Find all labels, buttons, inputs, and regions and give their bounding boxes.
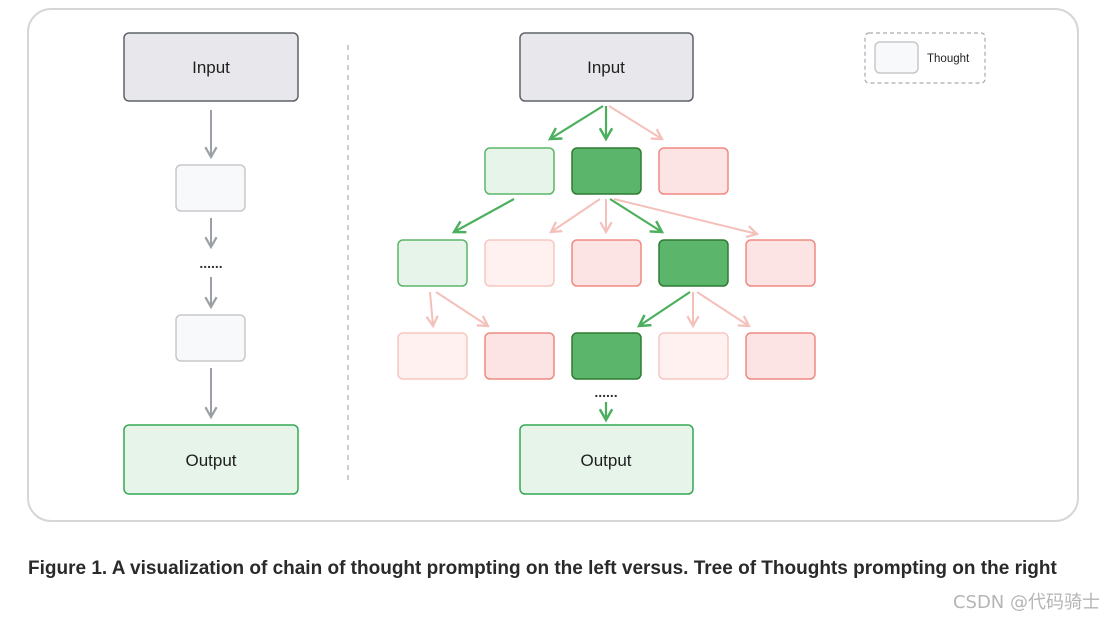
tot-input-node [519, 32, 694, 102]
cot-ellipsis: ...... [199, 255, 222, 271]
cot-thought-node-1 [175, 164, 246, 212]
tot-arrow-l1b-l2d [609, 198, 665, 234]
tot-node-l1c [658, 147, 729, 195]
cot-input-node [123, 32, 299, 102]
tot-input-label: Input [587, 58, 625, 77]
tot-node-l3b [484, 332, 555, 380]
tot-node-l1b [571, 147, 642, 195]
chain-of-thought-diagram: Input ...... Output [123, 32, 299, 495]
tree-of-thoughts-diagram: Input ...... O [397, 32, 816, 495]
tot-node-l2a [397, 239, 468, 287]
watermark: CSDN @代码骑士 [952, 592, 1100, 613]
tot-arrow-l2a-l3b [435, 291, 490, 328]
tot-arrow-input-l1c [608, 105, 664, 141]
tot-node-l1a [484, 147, 555, 195]
legend-thought-label: Thought [927, 53, 970, 65]
legend-box [864, 32, 986, 84]
tot-output-label: Output [580, 451, 631, 470]
tot-node-l3d [658, 332, 729, 380]
legend-thought-swatch [874, 41, 919, 74]
tot-node-l3a [397, 332, 468, 380]
cot-output-label: Output [185, 451, 236, 470]
tot-arrow-l1a-l2a [451, 198, 515, 234]
cot-thought-node-2 [175, 314, 246, 362]
legend: Thought [864, 32, 986, 84]
tot-arrow-input-l1a [547, 105, 604, 141]
tot-node-l2d [658, 239, 729, 287]
figure-caption: Figure 1. A visualization of chain of th… [28, 558, 1057, 579]
tot-ellipsis: ...... [594, 384, 617, 400]
cot-output-node [123, 424, 299, 495]
tot-node-l2e [745, 239, 816, 287]
tot-node-l3e [745, 332, 816, 380]
tot-arrow-l2a-l3a [425, 291, 439, 329]
tot-arrow-l1b-l2b [549, 198, 601, 234]
tot-node-l2c [571, 239, 642, 287]
tot-node-l3c [571, 332, 642, 380]
tot-arrow-l1b-l2e [613, 198, 760, 239]
tot-output-node [519, 424, 694, 495]
tot-arrow-l2d-l3c [636, 291, 691, 328]
cot-input-label: Input [192, 58, 230, 77]
tot-arrow-l2d-l3e [696, 291, 751, 328]
tot-node-l2b [484, 239, 555, 287]
